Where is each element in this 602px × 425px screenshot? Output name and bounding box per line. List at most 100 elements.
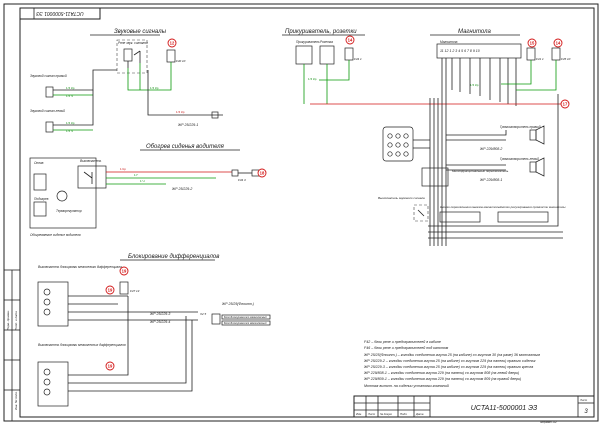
horn-right: Звуковой сигнал правый 1.5 Кр 1.5 Ч (30, 69, 117, 98)
title-radio: Магнитола (458, 29, 492, 35)
bus-wires (413, 98, 447, 246)
note-4: ЖР 25/229-2 – колодки соединения жгута 2… (363, 359, 535, 363)
title-block: Изм. Лист № докум. Подп. Дата UCTA11-500… (353, 395, 595, 424)
connector-1-label: Блок Блокировка м/о межколесный (224, 315, 267, 319)
lighter: Прикуриватель (295, 40, 320, 104)
svg-text:19: 19 (122, 269, 127, 274)
svg-text:14: 14 (348, 38, 353, 43)
switch-inter-label: Выключатель блокировки межколесных диффе… (38, 343, 126, 347)
harness-229-1: ЖР 25/229-1 (177, 123, 198, 127)
svg-text:1.5 Ч: 1.5 Ч (66, 129, 73, 133)
title-cigar-sockets: Прикуриватель, розетки (285, 29, 357, 35)
title-diff-lock: Блокирование дифференциалов (128, 254, 219, 260)
horn-left: Звуковой сигнал левый 1.5 Кр 1.5 Ч (30, 90, 94, 133)
svg-text:1.5 Кр: 1.5 Кр (66, 86, 75, 90)
tb-sheet-label: Лист (579, 398, 588, 402)
svg-text:19: 19 (108, 288, 113, 293)
outer-frame (3, 3, 599, 422)
note-3: ЖР 25/25(Флоинт.) – колодки соединения ж… (363, 353, 540, 357)
socket-label: Розетка (320, 40, 333, 44)
notes: F42 – блок реле и предохранителей в каби… (363, 340, 540, 388)
heater-switch: Выключатель (77, 159, 107, 189)
top-stamp: UCTA11-5000001 ЭЗ (19, 7, 101, 20)
svg-text:1.5 Кр: 1.5 Кр (150, 86, 159, 90)
inner-frame (19, 7, 595, 418)
side-strip-text-2: Подп. и дата (14, 311, 18, 330)
tb-col-4: Подп. (400, 412, 408, 416)
speaker-right-label: Громкоговоритель правый (500, 125, 541, 129)
multifunc-label: Многофункциональный переключатель (452, 169, 509, 173)
relay-horns-label: Реле звук. сигналов (118, 41, 148, 45)
side-strip-text-1: Перв. примен. (6, 310, 10, 330)
note-1: F42 – блок реле и предохранителей в каби… (364, 340, 441, 344)
switch-center-label: Выключатель блокировки межосевого диффер… (38, 265, 122, 269)
horn-left-label: Звуковой сигнал левый (30, 109, 65, 113)
heater-label: Оплав (34, 161, 44, 165)
ref-circle-19c: 19 (105, 361, 115, 371)
tb-sheet-number: 3 (584, 409, 588, 415)
radio-unit: Магнитола 11 12 1 2 3 4 5 6 7 8 9 10 (436, 40, 522, 106)
connector-2-label: Блок Блокировка м/к межколесный (224, 321, 267, 325)
fuse-block-f46: F40 10 (166, 49, 186, 63)
fuse-f41-label: F41 1 (536, 57, 544, 61)
x-diff-label: X2 5 (199, 312, 207, 316)
ref-circle-19b: 19 (105, 285, 115, 295)
tb-doc-code: UCTA11-5000001 ЭЗ (471, 405, 538, 412)
svg-text:1.5 Кр: 1.5 Кр (66, 121, 75, 125)
heater-element-label: Подогрев (34, 197, 49, 201)
fuse-f45-label: F45 10 (561, 57, 571, 61)
harness-229-4: ЖР 25/229-4 (149, 320, 170, 324)
switch-center-diff: Выключатель блокировки межосевого диффер… (37, 265, 198, 327)
harness-spk-2: ЖР 229/808-1 (479, 178, 502, 182)
svg-text:18: 18 (260, 171, 265, 176)
ref-circle-14b: 14 (553, 38, 563, 48)
svg-text:1 Г: 1 Г (134, 173, 139, 177)
ref-circle-14: 14 (345, 35, 355, 45)
fuse-f47-label: F47 13 (130, 289, 140, 293)
svg-text:15: 15 (530, 41, 535, 46)
svg-text:1 Кр: 1 Кр (120, 167, 126, 171)
note-8: Монтаж выполн. на сидении установки комп… (364, 384, 449, 388)
radio-unit-label: Магнитола (440, 40, 458, 44)
harness-229-3: ЖР 25/229-3 (149, 312, 170, 316)
ref-circle-18: 18 (257, 168, 267, 178)
tb-format: Формат А3 (540, 420, 557, 424)
lighter-label: Прикуриватель (296, 40, 320, 44)
horn-switch-label: Выключатель звукового сигнала (378, 196, 425, 200)
svg-text:1.5 Кр: 1.5 Кр (470, 83, 479, 87)
seat-heating-assembly: Оплав Подогрев Терморегулятор Обогреваем… (29, 157, 97, 237)
top-stamp-text: UCTA11-5000001 ЭЗ (36, 10, 84, 16)
ref-circle-12: 12 (167, 38, 177, 48)
thermoreg-label: Терморегулятор (56, 209, 82, 213)
horn-right-label: Звуковой сигнал правый (30, 74, 67, 78)
ref-circle-17: 17 (560, 99, 570, 109)
radio-buttons-label-2: Кнопки регулирования громкости магнитолы (500, 205, 566, 209)
relay-horns: Реле звук. сигналов (116, 39, 148, 74)
seat-heating-caption: Обогреваемое сиденье водителя (30, 233, 81, 237)
svg-text:1.5 Кр: 1.5 Кр (176, 110, 185, 114)
tb-col-2: Лист (367, 412, 376, 416)
title-sound-signals: Звуковые сигналы (114, 29, 167, 35)
socket: Розетка (319, 40, 335, 104)
heater-switch-label: Выключатель (80, 159, 102, 163)
harness-flatr: ЖР 25/25(Флоинт.) (221, 302, 254, 306)
ref-circle-19a: 19 (119, 266, 129, 276)
svg-text:1.5 Ч: 1.5 Ч (66, 94, 73, 98)
svg-text:12: 12 (170, 41, 175, 46)
side-strip-text-3: Инв. № подл. (14, 391, 18, 410)
tb-col-3: № докум. (380, 412, 393, 416)
svg-text:17: 17 (563, 102, 568, 107)
fuse-f44-label: F44 1 (354, 57, 362, 61)
multifunc-connector (382, 126, 414, 162)
tb-col-1: Изм. (356, 412, 362, 416)
svg-text:11 12 1 2 3 4 5 6 7 8 9 10: 11 12 1 2 3 4 5 6 7 8 9 10 (440, 49, 480, 53)
speaker-left: Громкоговоритель левый ЖР 229/808-1 (446, 157, 545, 182)
note-2: F46 – блок реле и предохранителей под ка… (364, 346, 449, 350)
fuse-f34-label: F34 3 (238, 178, 246, 182)
title-seat-heating: Обогрев сиденья водителя (146, 144, 225, 150)
svg-text:1.5 Кр: 1.5 Кр (308, 77, 317, 81)
note-7: ЖР 229/809-1 – колодки соединения жгута … (363, 377, 521, 381)
note-5: ЖР 25/229-3 – колодки соединения жгута 2… (363, 365, 533, 369)
